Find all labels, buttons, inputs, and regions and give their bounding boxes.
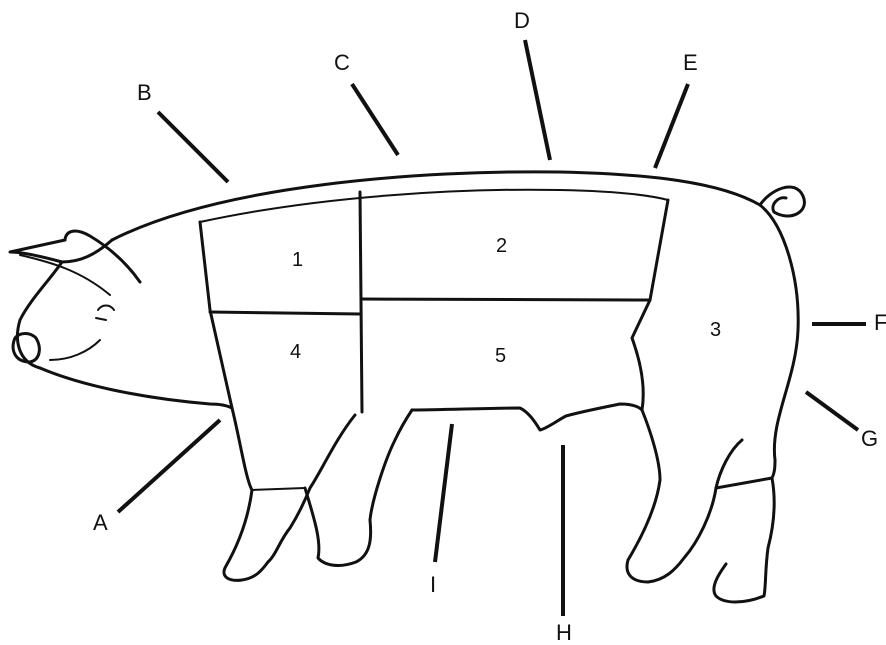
callout-i: I — [430, 572, 436, 597]
callout-g: G — [861, 426, 878, 451]
callout-e: E — [683, 50, 698, 75]
cut-lines — [200, 192, 668, 412]
leader-line-g — [806, 392, 858, 430]
leader-line-d — [525, 40, 550, 160]
region-3-number: 3 — [710, 319, 721, 341]
region-labels: 1 2 3 4 5 — [290, 235, 721, 367]
leader-line-a — [118, 420, 220, 512]
leader-lines — [118, 40, 866, 616]
pig-outline — [10, 172, 804, 602]
region-4-number: 4 — [290, 341, 301, 363]
callout-f: F — [874, 310, 886, 335]
leader-line-c — [352, 84, 398, 155]
leader-line-i — [435, 424, 452, 562]
leader-line-e — [655, 84, 688, 168]
leader-line-b — [158, 112, 228, 182]
callout-a: A — [93, 510, 108, 535]
callout-h: H — [556, 620, 572, 645]
callout-b: B — [137, 80, 152, 105]
callout-d: D — [514, 8, 530, 33]
region-5-number: 5 — [495, 345, 506, 367]
callout-c: C — [334, 50, 350, 75]
region-2-number: 2 — [496, 235, 507, 257]
region-1-number: 1 — [292, 249, 303, 271]
